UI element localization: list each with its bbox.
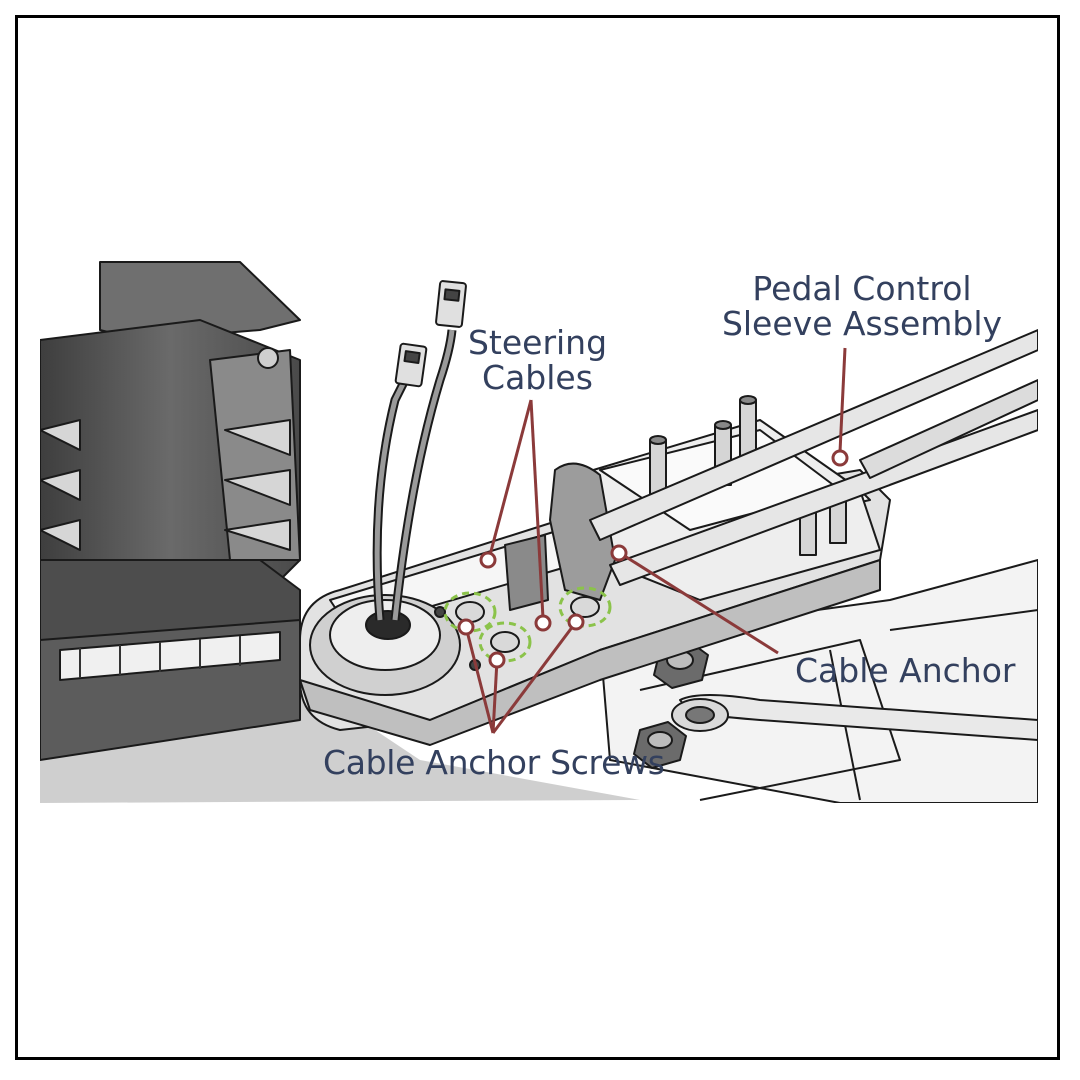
cable-connector-1 bbox=[394, 342, 428, 388]
leader-steer-1 bbox=[488, 399, 533, 556]
leader-steer-2 bbox=[529, 399, 545, 619]
leader-lines bbox=[464, 347, 847, 734]
callout-line: Cables bbox=[482, 358, 593, 397]
screw-1 bbox=[455, 601, 485, 623]
leader-pedal bbox=[838, 347, 847, 453]
callout-line: Sleeve Assembly bbox=[721, 304, 1003, 343]
screw-3 bbox=[570, 596, 600, 618]
sleeve-rod-1 bbox=[589, 329, 1038, 541]
callout-steering-cables: Steering Cables bbox=[450, 325, 625, 395]
callout-cable-anchor-screws: Cable Anchor Screws bbox=[323, 743, 665, 782]
screw-2 bbox=[490, 631, 520, 653]
base-plate-rib bbox=[639, 639, 901, 801]
callout-pedal-control-sleeve-assembly: Pedal Control Sleeve Assembly bbox=[712, 271, 1012, 341]
leader-screw-3 bbox=[491, 621, 578, 734]
sleeve-rod-3 bbox=[859, 379, 1038, 479]
leader-screw-2 bbox=[491, 659, 499, 734]
leader-anchor bbox=[622, 553, 779, 655]
callout-line: Steering bbox=[467, 323, 608, 362]
callout-cable-anchor: Cable Anchor bbox=[795, 651, 1016, 690]
base-plate-rib-2 bbox=[889, 609, 1038, 631]
tower-top bbox=[99, 261, 301, 341]
tower-vent bbox=[59, 631, 281, 681]
anchor-arm-side bbox=[299, 559, 881, 746]
screw-highlights bbox=[443, 586, 612, 663]
base-plate bbox=[599, 559, 1038, 803]
post-1 bbox=[649, 439, 667, 496]
leader-screw-1 bbox=[464, 626, 495, 734]
cable-connector-2 bbox=[435, 280, 467, 328]
hinge-pin bbox=[257, 347, 279, 369]
hub-hole bbox=[365, 610, 411, 640]
leader-endpoints bbox=[457, 449, 849, 669]
anchor-slot bbox=[504, 534, 549, 611]
callout-line: Pedal Control bbox=[752, 269, 972, 308]
sleeve-plate bbox=[549, 462, 616, 601]
